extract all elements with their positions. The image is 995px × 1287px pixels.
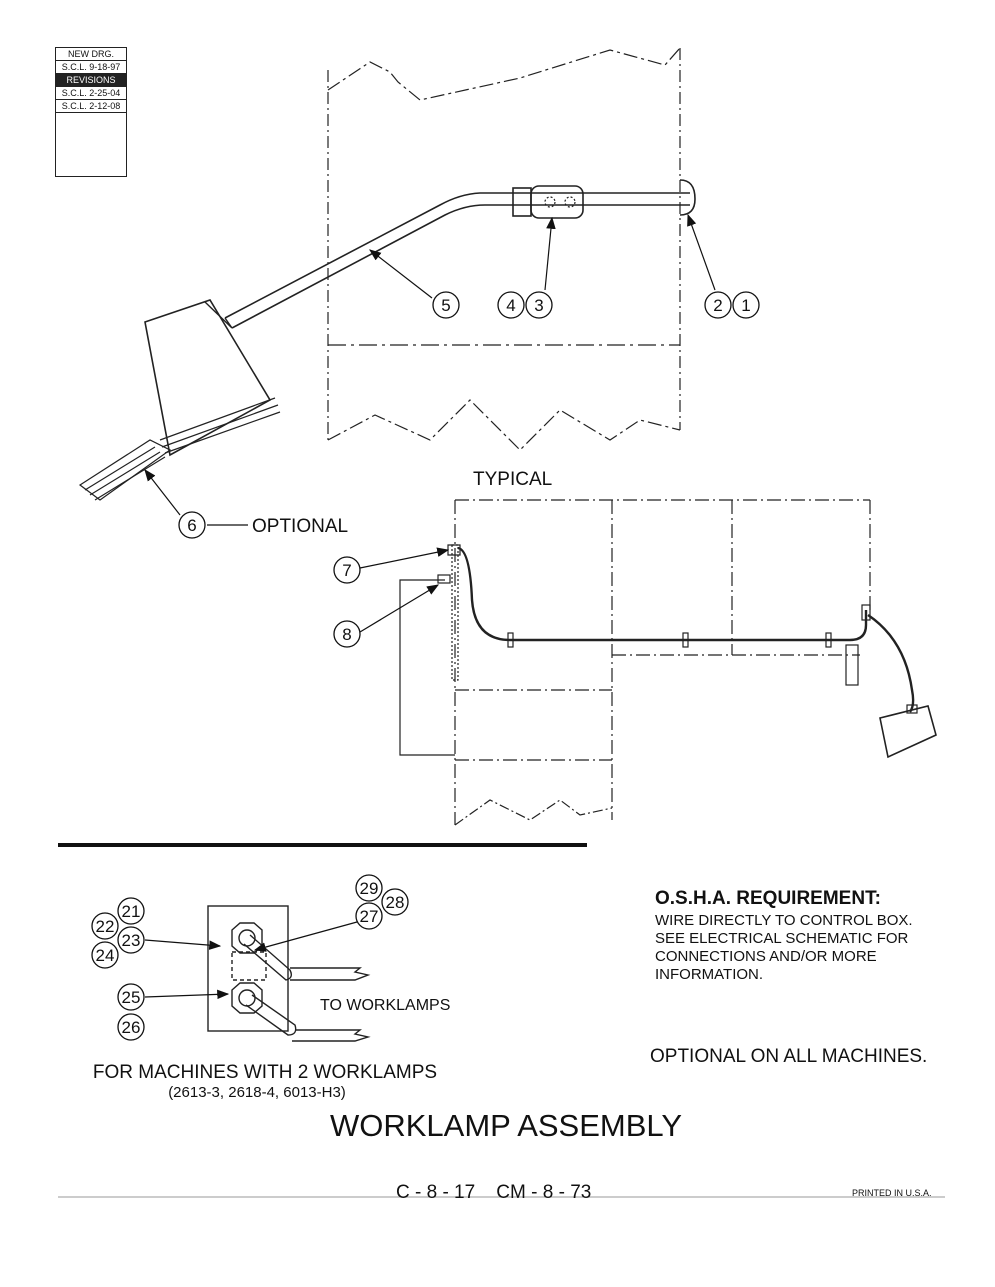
- callout-5: 5: [441, 296, 450, 315]
- callout-4: 4: [506, 296, 515, 315]
- callout-3: 3: [534, 296, 543, 315]
- typical-label: TYPICAL: [473, 469, 552, 490]
- callout-29: 29: [360, 879, 379, 898]
- printed-in-usa: PRINTED IN U.S.A.: [852, 1188, 932, 1198]
- callout-1: 1: [741, 296, 750, 315]
- osha-title: O.S.H.A. REQUIREMENT:: [655, 888, 881, 909]
- machines-title: FOR MACHINES WITH 2 WORKLAMPS: [93, 1062, 437, 1083]
- callout-23: 23: [122, 931, 141, 950]
- osha-line: WIRE DIRECTLY TO CONTROL BOX.: [655, 912, 913, 929]
- callout-26: 26: [122, 1018, 141, 1037]
- optional-all-machines: OPTIONAL ON ALL MACHINES.: [650, 1046, 928, 1067]
- callout-25: 25: [122, 988, 141, 1007]
- callout-21: 21: [122, 902, 141, 921]
- optional-label: OPTIONAL: [252, 516, 348, 537]
- to-worklamps-label: TO WORKLAMPS: [320, 997, 450, 1014]
- revision-row: NEW DRG.: [56, 48, 126, 61]
- switch-view: [207, 905, 371, 1042]
- callout-24: 24: [96, 946, 115, 965]
- osha-line: SEE ELECTRICAL SCHEMATIC FOR: [655, 930, 909, 947]
- callout-6: 6: [187, 516, 196, 535]
- callout-2: 2: [713, 296, 722, 315]
- callout-8: 8: [342, 625, 351, 644]
- osha-line: CONNECTIONS AND/OR MORE: [655, 948, 877, 965]
- typical-view: [399, 499, 937, 826]
- assembly-title: WORKLAMP ASSEMBLY: [330, 1108, 683, 1143]
- callout-27: 27: [360, 907, 379, 926]
- callout-22: 22: [96, 917, 115, 936]
- revision-row: S.C.L. 2-25-04: [56, 87, 126, 100]
- machines-models: (2613-3, 2618-4, 6013-H3): [168, 1084, 346, 1101]
- revision-block: NEW DRG. S.C.L. 9-18-97 REVISIONS S.C.L.…: [55, 47, 127, 177]
- callout-28: 28: [386, 893, 405, 912]
- osha-line: INFORMATION.: [655, 966, 764, 983]
- top-view: [78, 47, 696, 501]
- page-code: C - 8 - 17 CM - 8 - 73: [396, 1182, 592, 1203]
- revision-row: S.C.L. 9-18-97: [56, 61, 126, 74]
- revision-row: S.C.L. 2-12-08: [56, 100, 126, 113]
- revision-row: REVISIONS: [56, 74, 126, 87]
- callout-7: 7: [342, 561, 351, 580]
